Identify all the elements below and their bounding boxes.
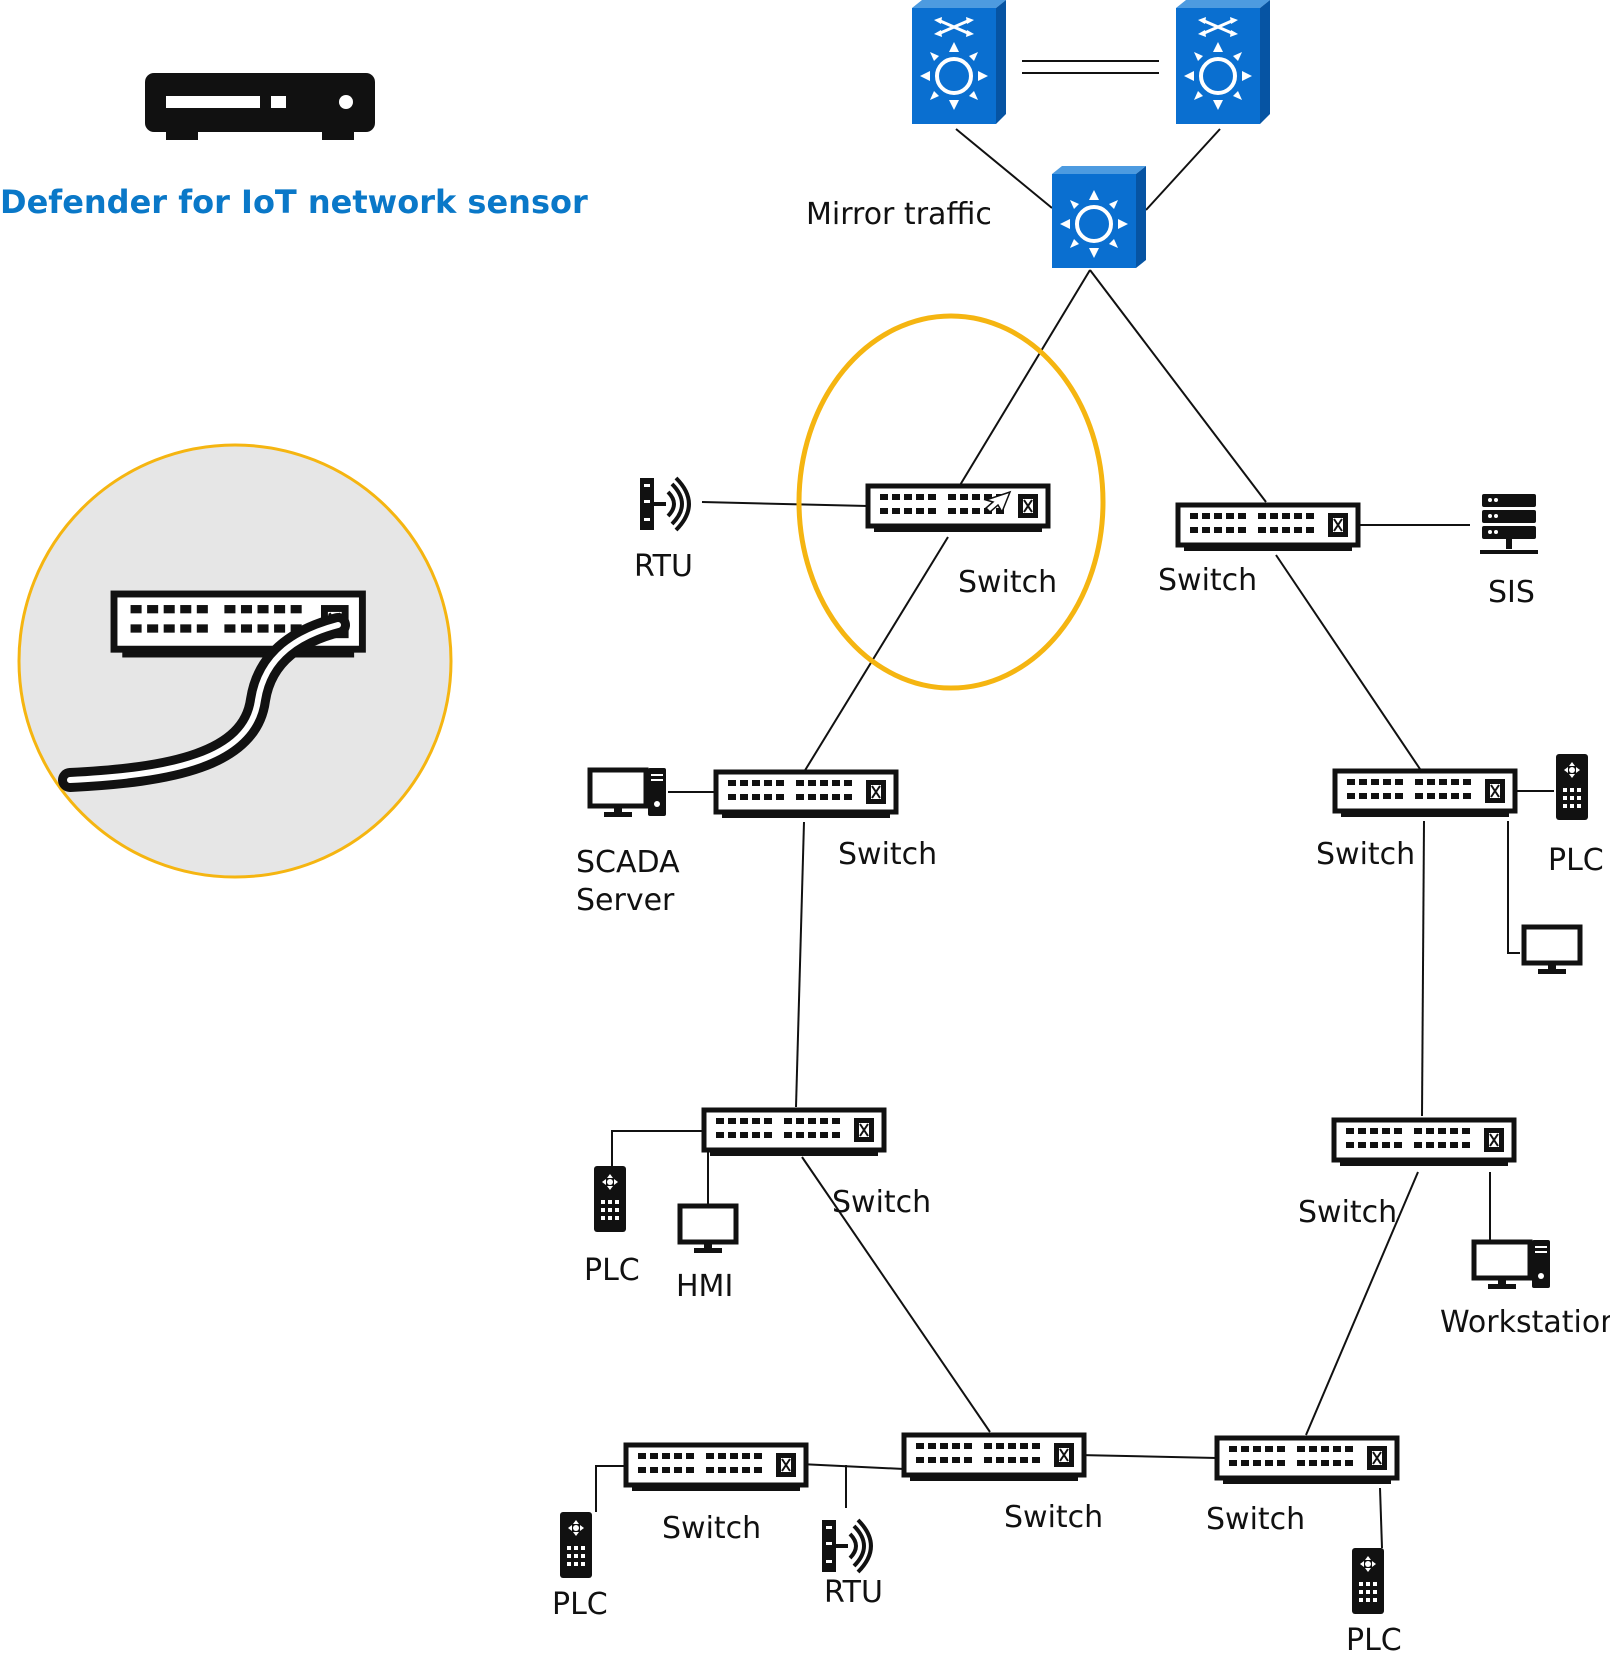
switch-icon <box>626 1445 806 1491</box>
sensor-zoom-circle <box>17 443 453 879</box>
switch-label: Switch <box>832 1185 932 1220</box>
rtu-label: RTU <box>634 549 693 584</box>
plc-icon <box>594 1166 626 1232</box>
switch-icon <box>716 772 896 818</box>
network-sensor-icon <box>145 73 375 140</box>
link-switch1-switch3 <box>803 536 949 773</box>
monitor-icon <box>1524 927 1580 974</box>
link-mirror-to-switch1 <box>947 269 1091 506</box>
link-rtu-switch1 <box>701 501 869 507</box>
switch-label: Switch <box>1298 1195 1398 1230</box>
switch-icon <box>704 1110 884 1156</box>
switch-icon <box>1217 1438 1397 1484</box>
switch-label: Switch <box>1004 1500 1104 1535</box>
rtu-icon <box>820 1518 873 1574</box>
scada-label-line2: Server <box>576 883 675 918</box>
switch-icon <box>1334 1120 1514 1166</box>
switch-label: Switch <box>838 837 938 872</box>
mirror-highlight-ring <box>796 313 1106 691</box>
plc-icon <box>1556 754 1588 820</box>
plc-label: PLC <box>1346 1623 1402 1658</box>
connection-lines <box>595 60 1554 1549</box>
rtu-label: RTU <box>824 1575 883 1610</box>
link-switch4-monitor <box>1507 821 1520 954</box>
link-mirror-to-switch2 <box>1089 269 1267 503</box>
link-switch3-switch5 <box>795 821 805 1108</box>
core-switch-icon <box>910 0 1008 126</box>
switch-icon <box>868 486 1048 532</box>
mirror-traffic-label: Mirror traffic <box>806 197 992 232</box>
monitor-icon <box>680 1206 736 1253</box>
link-switch9-switch7 <box>799 1463 905 1470</box>
link-core-left-to-mirror <box>955 128 1053 209</box>
mirror-switch-icon <box>1050 164 1148 270</box>
sensor-title: Defender for IoT network sensor <box>0 183 588 221</box>
link-switch5-switch7 <box>801 1156 991 1433</box>
link-core-right-to-mirror <box>1145 128 1221 211</box>
plc-label: PLC <box>552 1587 608 1622</box>
workstation-label: Workstation <box>1440 1305 1610 1340</box>
plc-label: PLC <box>584 1253 640 1288</box>
core-switch-icon <box>1174 0 1272 126</box>
link-switch2-switch4 <box>1275 554 1421 770</box>
link-switch7-switch8 <box>1077 1454 1218 1459</box>
switch-label: Switch <box>1206 1502 1306 1537</box>
switch-icon <box>1335 771 1515 817</box>
rtu-icon <box>638 476 691 532</box>
switch-label: Switch <box>1316 837 1416 872</box>
computer-icon <box>590 768 666 817</box>
switch-icon <box>904 1435 1084 1481</box>
computer-icon <box>1474 1240 1550 1289</box>
switch-label: Switch <box>1158 563 1258 598</box>
link-switch8-plc <box>1379 1487 1383 1549</box>
plc-icon <box>1352 1548 1384 1614</box>
link-switch4-switch6 <box>1421 820 1425 1117</box>
link-switch6-switch8 <box>1305 1171 1419 1436</box>
sis-label: SIS <box>1488 575 1535 610</box>
switch-label: Switch <box>958 565 1058 600</box>
switch-icon <box>1178 505 1358 551</box>
switch-label: Switch <box>662 1511 762 1546</box>
link-switch9-plc <box>595 1465 626 1512</box>
cursor-icon <box>983 490 1012 514</box>
hmi-label: HMI <box>676 1269 734 1304</box>
scada-label-line1: SCADA <box>576 845 680 880</box>
server-icon <box>1480 494 1538 554</box>
plc-icon <box>560 1512 592 1578</box>
plc-label: PLC <box>1548 843 1604 878</box>
link-switch5-plc <box>611 1130 704 1166</box>
